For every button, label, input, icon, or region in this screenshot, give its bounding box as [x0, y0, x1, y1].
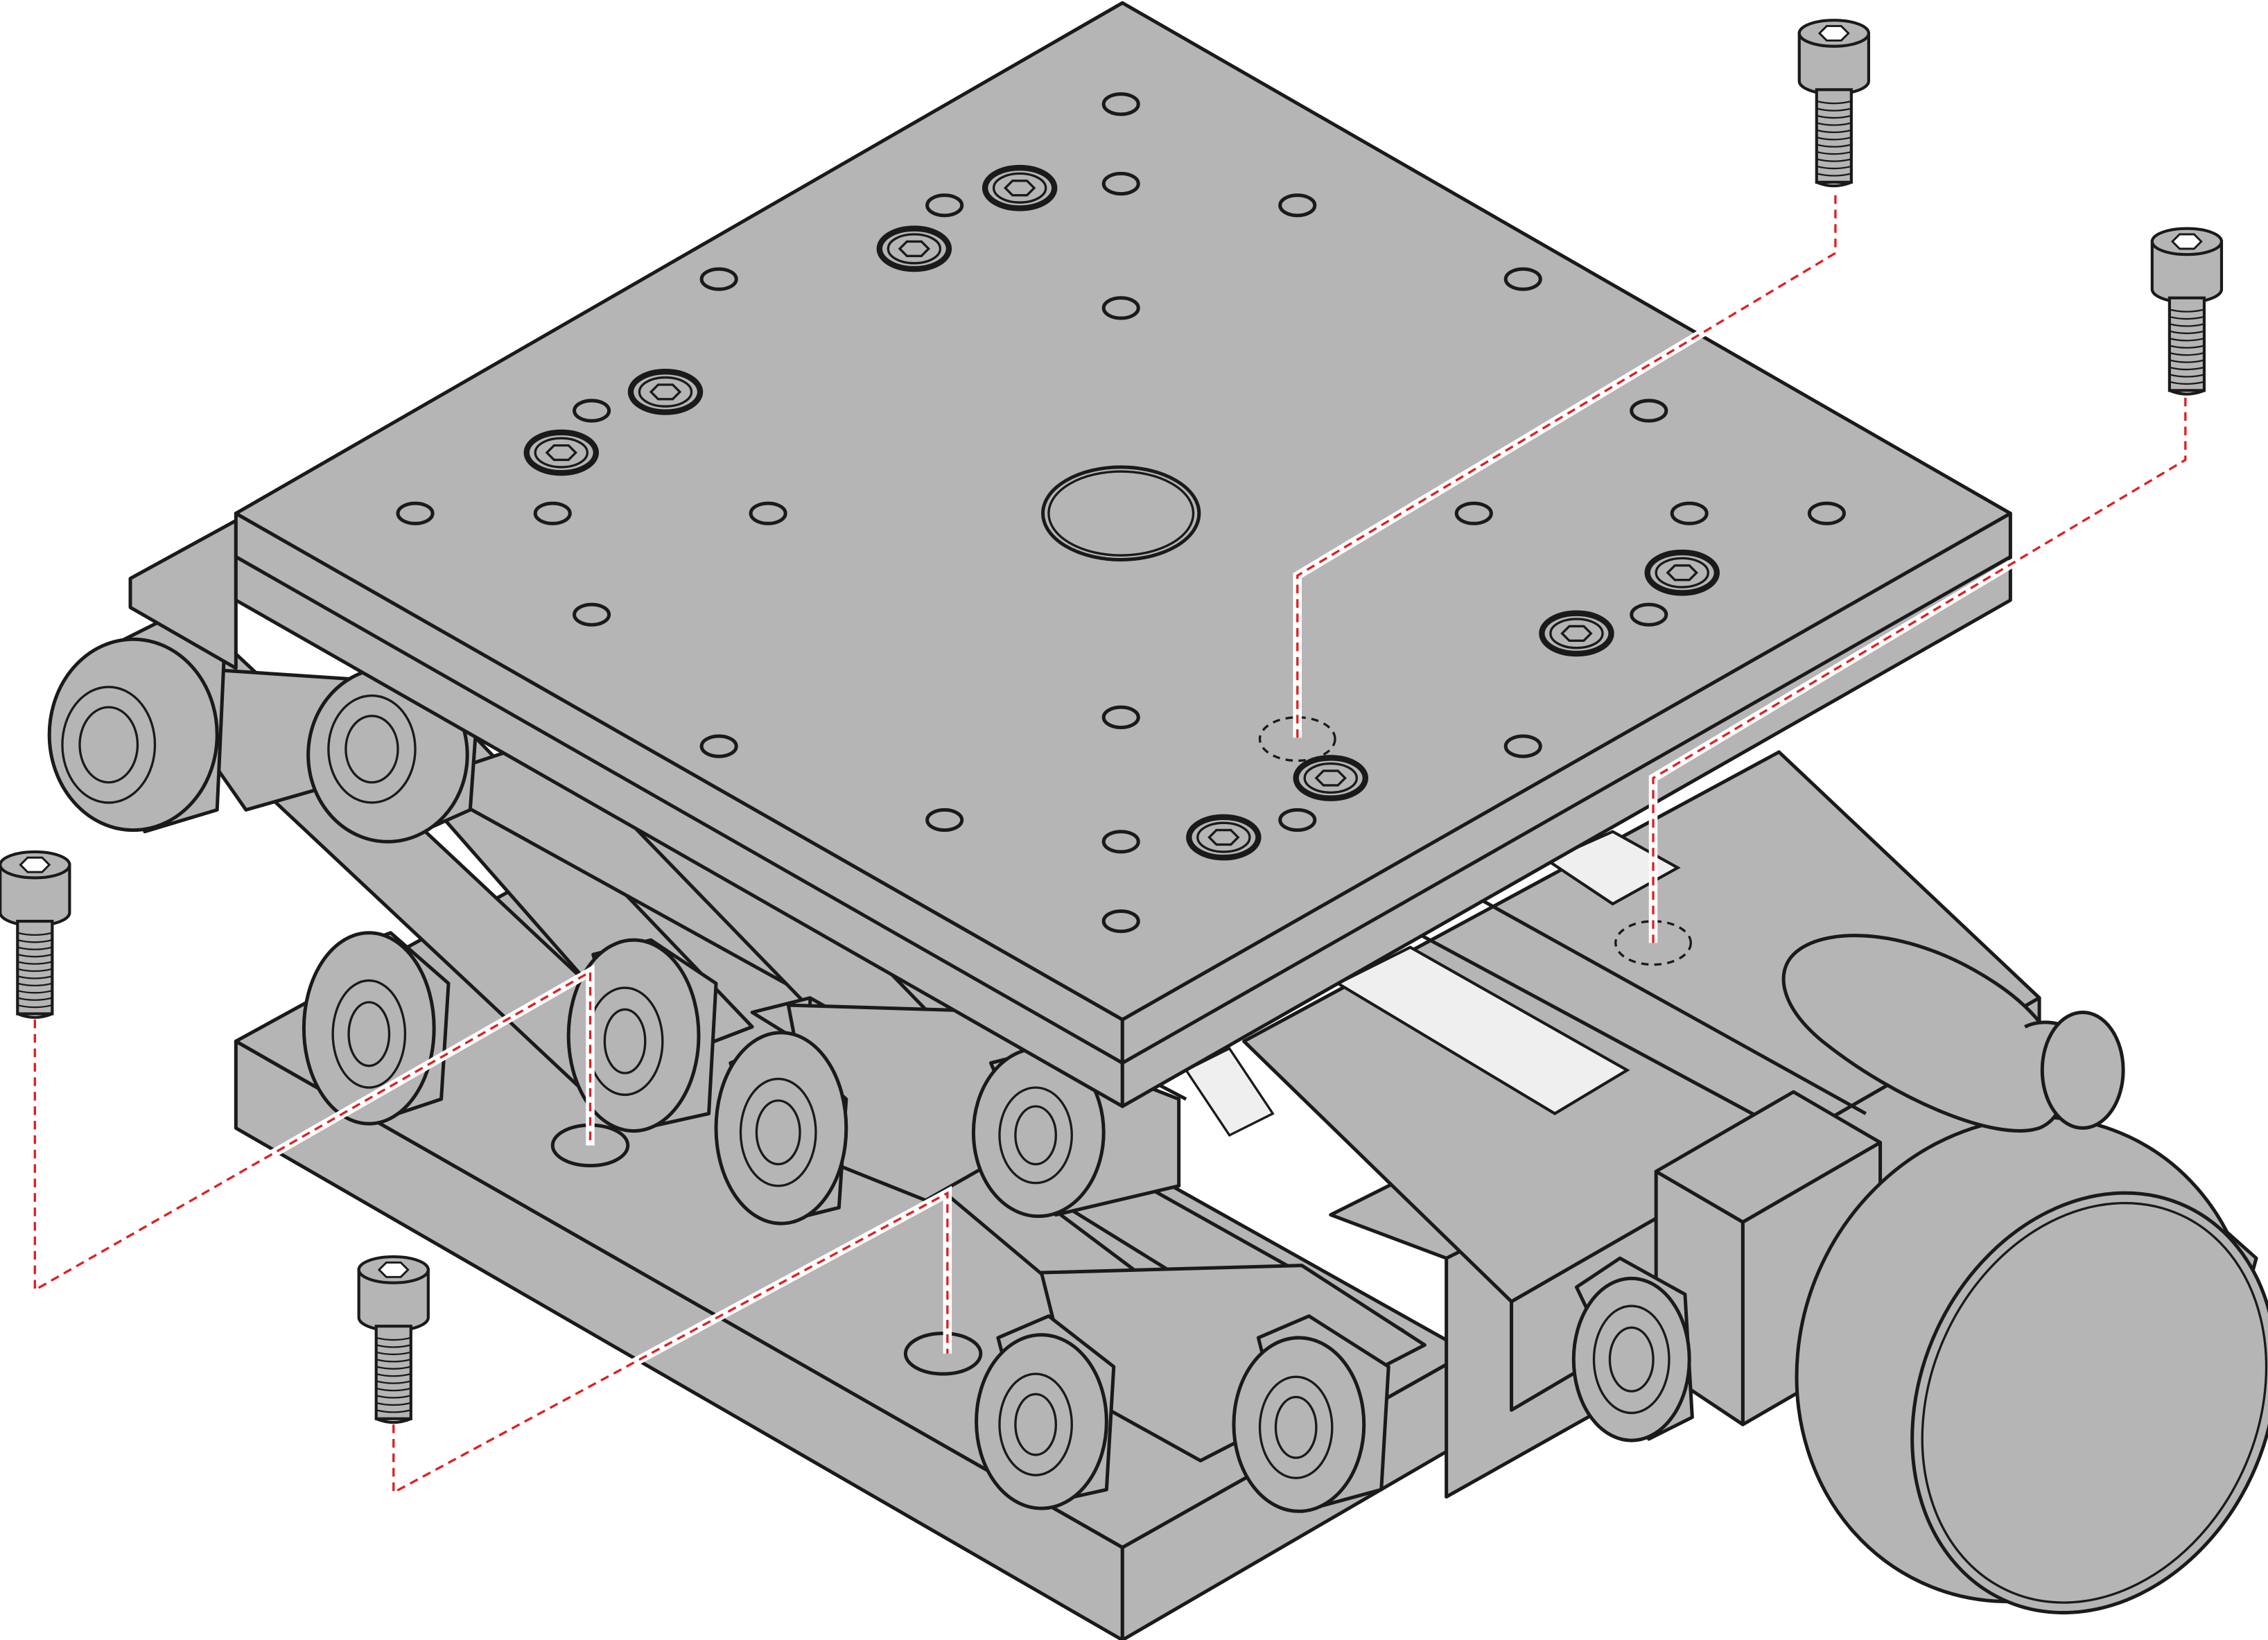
target-hole-housing	[1614, 920, 1692, 966]
socket-head-screw-icon	[2150, 227, 2224, 396]
roller-front-3	[714, 1031, 848, 1225]
guide-line-bottom	[392, 1191, 949, 1494]
assembly-guide-lines	[30, 195, 2190, 1500]
target-hole-top	[1258, 716, 1336, 762]
socket-head-screw-icon	[357, 1255, 430, 1424]
roller-bottom-1	[975, 1314, 1116, 1510]
roller-bottom-2	[1232, 1314, 1390, 1513]
top-plate	[128, 1, 2012, 1108]
slide-highlight-1	[1334, 945, 1630, 1115]
socket-head-screw-icon	[0, 850, 71, 1019]
roller-back-left	[47, 620, 227, 834]
housing-bearing	[1571, 1256, 1694, 1442]
adjustment-knob	[1781, 934, 2268, 1615]
center-boss	[1041, 465, 1201, 561]
knob-collar	[1781, 934, 2067, 1133]
roller-front-2	[566, 938, 718, 1133]
guide-line-left	[33, 970, 592, 1292]
socket-head-screw-icon	[1797, 19, 1870, 188]
mounting-holes	[396, 92, 1846, 934]
roller-right	[2040, 1010, 2125, 1130]
guide-line-top-right-1	[1296, 195, 1837, 738]
guide-line-top-right-2	[1652, 397, 2187, 943]
socket-screw-holes	[523, 164, 1720, 861]
slide-highlight-3	[1184, 1047, 1275, 1137]
